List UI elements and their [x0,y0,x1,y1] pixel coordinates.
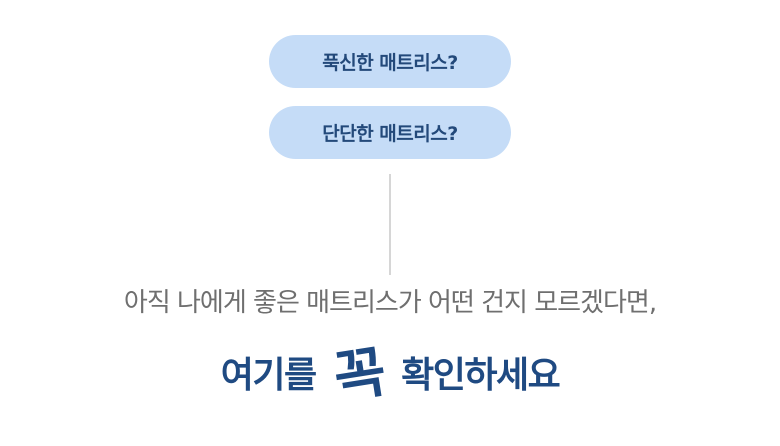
headline-emphasis: 꼭 [329,338,391,412]
firm-soft-option-firm-button[interactable]: 단단한 매트리스? [269,106,511,159]
headline: 여기를 꼭 확인하세요 [0,336,780,411]
subtitle-text: 아직 나에게 좋은 매트리스가 어떤 건지 모르겠다면, [123,288,657,318]
firm-soft-option-soft-button[interactable]: 푹신한 매트리스? [269,35,511,88]
vertical-divider [389,174,391,275]
headline-after: 확인하세요 [401,355,561,396]
headline-before: 여기를 [220,355,317,396]
